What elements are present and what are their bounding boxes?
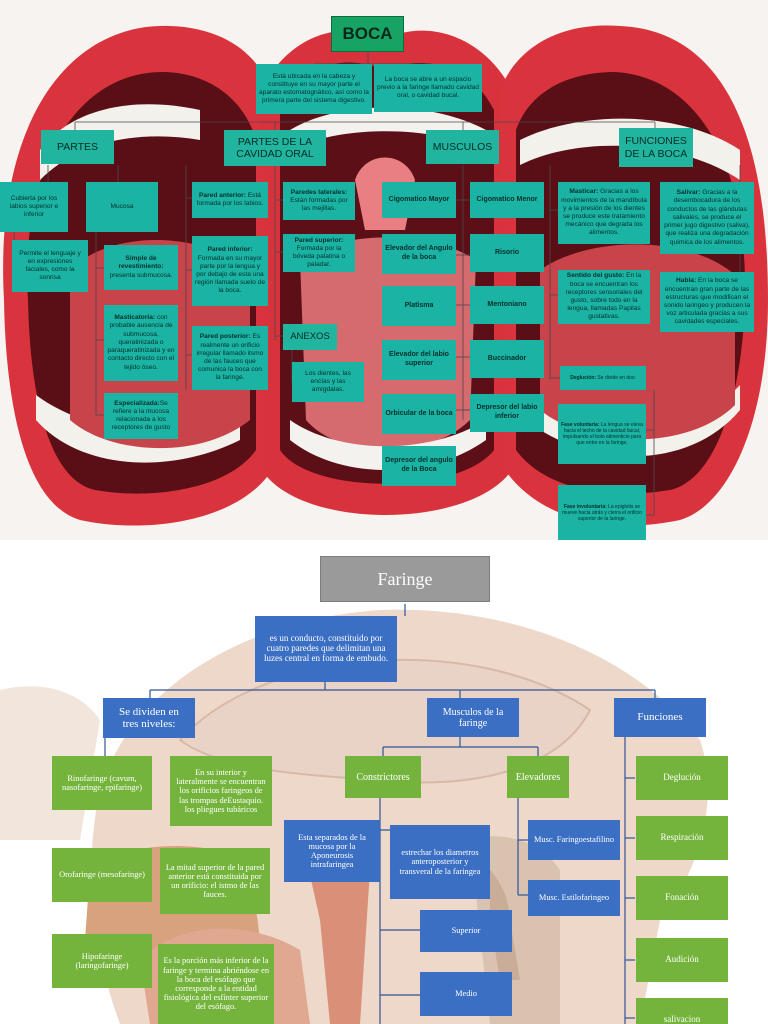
hipofaringe-desc: Es la porción más inferior de la faringe…: [158, 944, 274, 1024]
funcion-habla-desc: En la boca se encuentran gran parte de l…: [663, 277, 751, 326]
musculo-left-6: Depresor del angulo de la Boca: [382, 446, 456, 486]
pared-inferior-desc: Formada en su mayor parte por la lengua …: [195, 254, 266, 295]
anexos-desc: Los dientes, las encías y las amígdalas.: [292, 362, 364, 402]
funcion-masticar: Masticar: Gracias a los movimientos de l…: [558, 182, 650, 244]
fase-voluntaria: Fase voluntaria: La lengua se eleva haci…: [558, 404, 646, 464]
fase-involuntaria: Fase involuntaria: La epiglotis se mueve…: [558, 485, 646, 540]
mucosa-masticatoria-title: Masticatoria:: [114, 314, 156, 322]
musculo-right-2: Risorio: [470, 234, 544, 272]
funcion-deglucion: Deglución: Se divide en dos:: [560, 366, 646, 390]
musculo-right-1: Cigomatico Menor: [470, 182, 544, 218]
funcion-faringe-4: Audición: [636, 938, 728, 982]
constrictores-separados: Esta separados de la mucosa por la Apone…: [284, 820, 380, 882]
pared-superior-title: Pared superior:: [294, 236, 344, 244]
pared-anterior-title: Pared anterior:: [199, 191, 246, 199]
funcion-masticar-title: Masticar:: [569, 188, 599, 196]
elevadores: Elevadores: [507, 756, 569, 798]
pared-superior: Pared superior: Formada por la bóveda pa…: [283, 234, 355, 272]
musculo-left-4: Elevador del labio superior: [382, 340, 456, 380]
funcion-habla: Habla: En la boca se encuentran gran par…: [660, 272, 754, 332]
anexos-header: ANEXOS: [283, 324, 337, 350]
funcion-faringe-3: Fonación: [636, 876, 728, 920]
funcion-gusto: Sentido del gusto: En la boca se encuent…: [558, 270, 650, 324]
fase-involuntaria-desc: La epiglotis se mueve hacia atrás y cier…: [562, 503, 642, 523]
musculo-left-2: Elevador del Angulo de la boca: [382, 234, 456, 274]
mucosa-simple-title: Simple de revestimiento:: [118, 255, 164, 271]
mucosa-especializada-title: Especializada:: [114, 399, 160, 407]
musculos-faringe-header: Musculos de la faringe: [427, 698, 519, 737]
funcion-deglucion-title: Deglución:: [570, 374, 597, 381]
mucosa-masticatoria: Masticatoria: con probable ausencia de s…: [104, 305, 178, 381]
funcion-gusto-desc: En la boca se encuentran los receptores …: [565, 272, 643, 321]
musculos-header: MUSCULOS: [426, 130, 499, 164]
constrictores-estrechar: estrechar los diametros anteroposterior …: [390, 825, 490, 899]
paredes-laterales-desc: Están formadas por las mejillas.: [290, 196, 348, 213]
funcion-habla-title: Habla:: [676, 277, 697, 285]
musculo-left-3: Platisma: [382, 286, 456, 326]
faringe-panel: Faringe es un conducto, constituido por …: [0, 540, 768, 1024]
funcion-masticar-desc: Gracias a los movimientos de la mandíbul…: [561, 188, 647, 237]
musc-estilofaringeo: Musc. Estilofaringeo: [528, 880, 620, 916]
faringe-title: Faringe: [320, 556, 490, 602]
partes-permite: Permite el lenguaje y en expresiones fac…: [12, 240, 88, 292]
musculo-left-5: Orbicular de la boca: [382, 394, 456, 434]
constrictor-medio: Medio: [420, 972, 512, 1016]
musculo-right-3: Mentoniano: [470, 286, 544, 324]
boca-title: BOCA: [331, 16, 404, 52]
funcion-salivar-desc: Gracias a la desembocadura de los conduc…: [664, 189, 750, 246]
faringe-connectors: [104, 604, 656, 1024]
mucosa-especializada-desc: Se refiere a la mucosa relacionada a los…: [111, 399, 171, 432]
pared-superior-desc: Formada por la bóveda palatina o paladar…: [292, 244, 346, 269]
paredes-laterales: Paredes laterales: Están formadas por la…: [283, 182, 355, 220]
funciones-faringe-header: Funciones: [614, 698, 706, 737]
hipofaringe: Hipofaringe (laringofaringe): [52, 934, 152, 988]
funcion-salivar: Salivar: Gracias a la desembocadura de l…: [660, 182, 754, 254]
pared-anterior: Pared anterior: Está formada por los lab…: [192, 182, 268, 218]
constrictores: Constrictores: [345, 756, 421, 798]
funcion-salivar-title: Salivar:: [676, 189, 701, 197]
partes-mucosa: Mucosa: [86, 182, 158, 232]
mucosa-simple-desc: presenta submucosa.: [109, 271, 173, 279]
funciones-header: FUNCIONES DE LA BOCA: [619, 128, 693, 167]
pared-inferior: Pared inferior: Formada en su mayor part…: [192, 236, 268, 306]
orofaringe-desc: La mitad superior de la pared anterior e…: [160, 848, 270, 914]
partes-cubierta: Cubierta por los labios superior e infer…: [0, 182, 68, 232]
fase-voluntaria-desc: La lengua se eleva hacia el techo de la …: [562, 421, 643, 447]
boca-intro-left: Está ubicada en la cabeza y constituye e…: [256, 64, 372, 114]
funcion-gusto-title: Sentido del gusto:: [566, 272, 625, 280]
partes-cavidad-header: PARTES DE LA CAVIDAD ORAL: [224, 130, 326, 166]
funcion-faringe-1: Deglución: [636, 756, 728, 800]
pared-posterior: Pared posterior: Es realmente un orifici…: [192, 326, 268, 390]
orofaringe: Orofaringe (mesofaringe): [52, 848, 152, 902]
mucosa-simple: Simple de revestimiento: presenta submuc…: [104, 245, 178, 290]
pared-inferior-title: Pared inferior:: [207, 246, 253, 254]
fase-involuntaria-title: Fase involuntaria:: [563, 503, 607, 510]
funcion-deglucion-desc: Se divide en dos:: [596, 374, 636, 381]
rinofaringe-desc: En su interior y lateralmente se encuent…: [170, 756, 272, 826]
mucosa-masticatoria-desc: con probable ausencia de submucosa, quer…: [107, 314, 175, 371]
fase-voluntaria-title: Fase voluntaria:: [561, 421, 600, 428]
partes-header: PARTES: [41, 130, 114, 164]
rinofaringe: Rinofaringe (cavum, nasofaringe, epifari…: [52, 756, 152, 810]
pared-anterior-desc: Está formada por los labios.: [196, 191, 264, 207]
paredes-laterales-title: Paredes laterales:: [290, 188, 348, 196]
funcion-faringe-5: salivacion: [636, 998, 728, 1024]
musc-faringoestafilino: Musc. Faringoestafilino: [528, 820, 620, 860]
mucosa-especializada: Especializada:Se refiere a la mucosa rel…: [104, 393, 178, 439]
constrictor-superior: Superior: [420, 910, 512, 952]
musculo-right-4: Buccinador: [470, 340, 544, 378]
pared-posterior-title: Pared posterior:: [199, 333, 251, 341]
boca-panel: BOCA Está ubicada en la cabeza y constit…: [0, 0, 768, 540]
boca-intro-right: La boca se abre a un espacio previo a la…: [374, 64, 482, 112]
funcion-faringe-2: Respiración: [636, 816, 728, 860]
faringe-definicion: es un conducto, constituido por cuatro p…: [255, 616, 397, 682]
pared-posterior-desc: Es realmente un orificio irregular llama…: [196, 333, 264, 382]
niveles-header: Se dividen en tres niveles:: [103, 698, 195, 738]
musculo-left-1: Cigomatico Mayor: [382, 182, 456, 218]
musculo-right-5: Depresor del labio inferior: [470, 394, 544, 432]
